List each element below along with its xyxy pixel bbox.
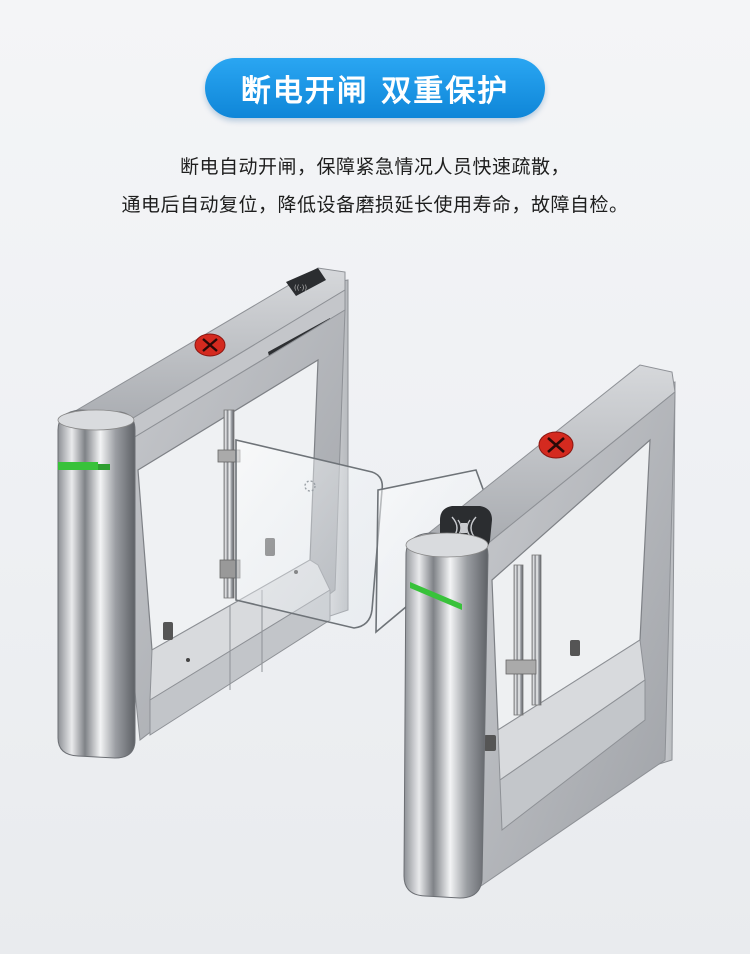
description-line-1: 断电自动开闸，保障紧急情况人员快速疏散，: [179, 156, 570, 178]
right-pillar: [403, 532, 489, 899]
right-green-light: [410, 582, 462, 610]
right-red-x-icon: [538, 431, 574, 459]
title-text: 断电开闸 双重保护: [240, 74, 510, 109]
title-banner: 断电开闸 双重保护: [205, 58, 545, 118]
left-pillar: [57, 409, 136, 759]
left-red-x-icon: [194, 333, 226, 357]
left-green-light: [58, 462, 98, 470]
left-card-reader-icon: ((·)): [286, 268, 326, 296]
right-gate: [403, 364, 676, 899]
description-line-2: 通电后自动复位，降低设备磨损延长使用寿命，故障自检。: [121, 194, 629, 216]
svg-text:((·)): ((·)): [294, 284, 307, 292]
